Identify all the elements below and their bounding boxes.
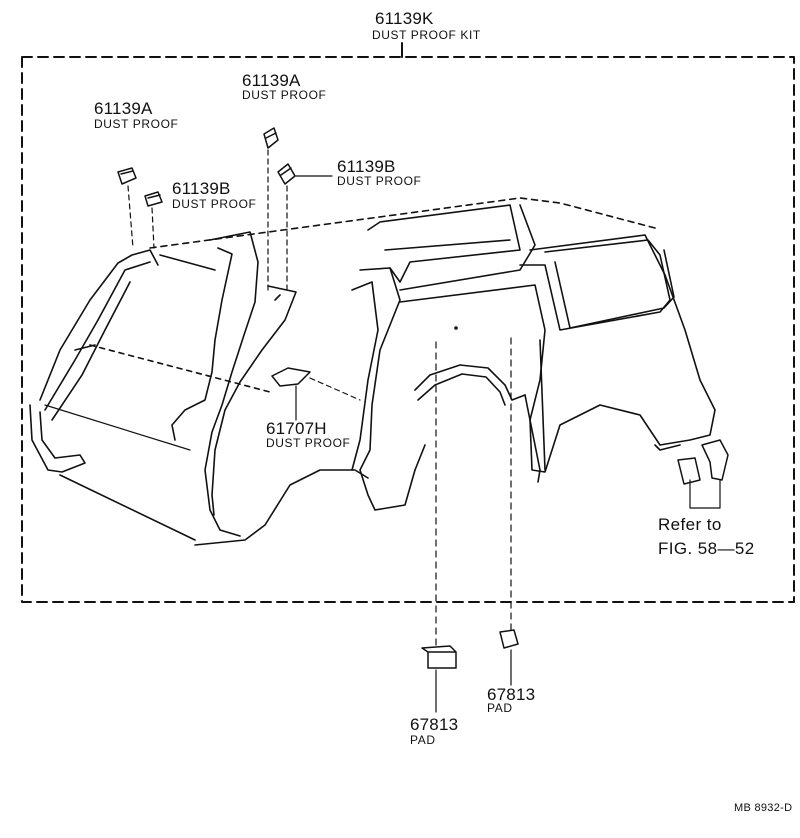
callout-a2-part-number: 61139A xyxy=(242,71,301,90)
kit-bracket xyxy=(21,42,795,603)
dust-proof-pieces xyxy=(117,127,729,669)
callout-p2-part-number: 67813 xyxy=(487,685,536,704)
callout-p2-description: PAD xyxy=(487,701,513,715)
body-panel-outline xyxy=(29,197,716,546)
callout-a1-description: DUST PROOF xyxy=(94,117,179,131)
kit-part-number: 61139K xyxy=(375,9,434,28)
callout-p1-description: PAD xyxy=(410,733,436,747)
reference-line2: FIG. 58—52 xyxy=(658,539,755,558)
callout-h-description: DUST PROOF xyxy=(266,436,351,450)
callout-b2-part-number: 61139B xyxy=(337,157,396,176)
kit-description: DUST PROOF KIT xyxy=(372,28,481,42)
leader-lines xyxy=(127,149,721,713)
callout-a2-description: DUST PROOF xyxy=(242,88,327,102)
callout-h-part-number: 61707H xyxy=(266,419,327,438)
callout-b2-description: DUST PROOF xyxy=(337,174,422,188)
reference-line1: Refer to xyxy=(658,515,722,534)
callout-a1-part-number: 61139A xyxy=(94,99,153,118)
callout-p1-part-number: 67813 xyxy=(410,715,459,734)
callout-b1-description: DUST PROOF xyxy=(172,197,257,211)
callout-b1-part-number: 61139B xyxy=(172,179,231,198)
figure-code: MB 8932-D xyxy=(734,802,793,814)
